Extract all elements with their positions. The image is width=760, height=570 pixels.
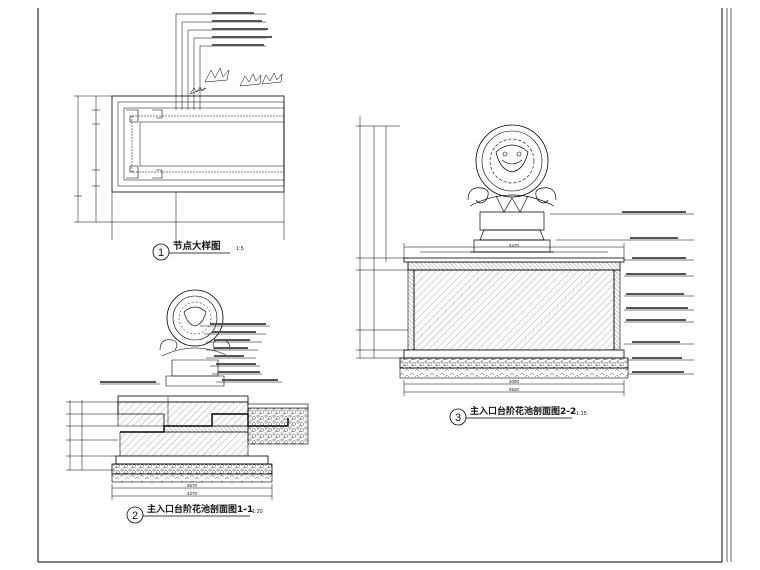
svg-text:4270: 4270 [187,491,198,496]
ornament-sculpture [467,124,557,253]
step-section [111,395,309,483]
detail-2-title: 2 主入口台阶花池剖面图1-1 1:20 [126,503,263,524]
detail-2-section-1-1: 2570 4270 2 主入口台阶花池剖面图1-1 1:20 [66,289,309,524]
svg-text:1:20: 1:20 [252,509,263,515]
planter-box [399,257,629,379]
svg-text:3: 3 [455,412,461,424]
meander-pattern [126,109,163,179]
detail-3-notes [622,211,688,373]
svg-text:1: 1 [158,247,164,259]
svg-text:主入口台阶花池剖面图1-1: 主入口台阶花池剖面图1-1 [147,503,253,515]
detail-3-title: 3 主入口台阶花池剖面图2-2 1:15 [449,405,587,426]
sheet-border [37,8,732,563]
detail-2-dims [66,400,273,500]
svg-text:主入口台阶花池剖面图2-2: 主入口台阶花池剖面图2-2 [470,405,576,417]
svg-text:2: 2 [132,510,138,522]
ornament-sculpture-small [159,289,231,387]
detail-1-title: 1 节点大样图 1:5 [152,240,244,261]
detail-1-dims [74,95,112,223]
detail-2-notes [100,323,278,383]
svg-text:1:15: 1:15 [576,411,587,417]
svg-text:节点大样图: 节点大样图 [173,240,221,252]
detail-3-dims [356,116,625,396]
detail-3-section-2-2: 2470 2000 2520 [356,116,694,426]
svg-text:2000: 2000 [509,379,520,384]
detail-1-notes [212,12,272,46]
svg-text:1:5: 1:5 [236,246,244,252]
shrub-symbol [189,67,283,95]
svg-text:2470: 2470 [509,243,520,248]
svg-text:2570: 2570 [187,483,198,488]
svg-text:2520: 2520 [509,387,520,392]
detail-1-node-plan: 1 节点大样图 1:5 [74,12,285,261]
